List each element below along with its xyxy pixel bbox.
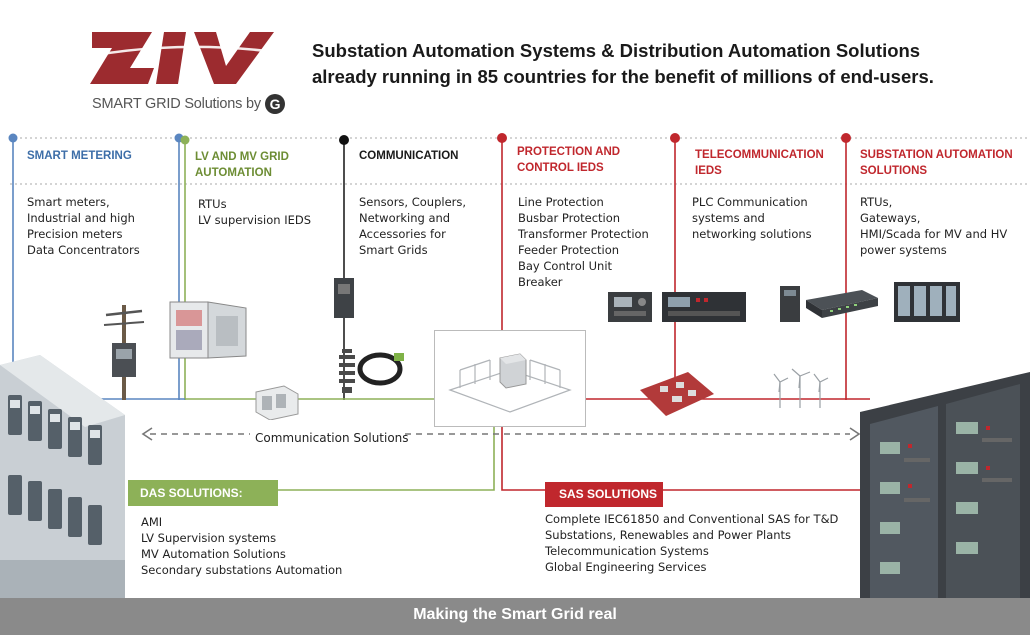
substation-model-icon	[448, 353, 572, 413]
wind-turbines-icon	[773, 368, 829, 408]
list-item: Substations, Renewables and Power Plants	[545, 528, 792, 542]
list-item: AMI	[141, 515, 163, 529]
list-item: RTUs,	[860, 195, 893, 209]
list-item: Secondary substations Automation	[141, 563, 343, 577]
communication-list: Sensors, Couplers, Networking and Access…	[359, 194, 466, 258]
list-item: power systems	[860, 243, 947, 257]
list-item: LV Supervision systems	[141, 531, 277, 545]
rtu-unit-icon	[780, 286, 800, 322]
list-item: Feeder Protection	[518, 243, 620, 257]
sas-solutions-list: Complete IEC61850 and Conventional SAS f…	[545, 511, 838, 575]
list-item: Transformer Protection	[518, 227, 649, 241]
sensor-coupler-icon	[255, 385, 299, 420]
headline-line-2: already running in 85 countries for the …	[312, 66, 934, 87]
protection-rack-icon	[662, 292, 746, 322]
scada-panel-icon	[894, 282, 960, 322]
list-item: PLC Communication	[692, 195, 808, 209]
electric-pole-meter-icon	[103, 305, 145, 400]
list-item: HMI/Scada for MV and HV	[860, 227, 1008, 241]
list-item: Gateways,	[860, 211, 921, 225]
insulator-coil-icon	[339, 349, 404, 393]
communication-solutions-label: Communication Solutions	[255, 431, 409, 445]
list-item: RTUs	[198, 197, 227, 211]
list-item: MV Automation Solutions	[141, 547, 286, 561]
list-item: LV supervision IEDS	[198, 213, 312, 227]
lv-mv-grid-list: RTUs LV supervision IEDS	[198, 196, 311, 228]
list-item: systems and	[692, 211, 765, 225]
list-item: Global Engineering Services	[545, 560, 707, 574]
ziv-logo-icon	[90, 32, 275, 84]
telecommunication-list: PLC Communication systems and networking…	[692, 194, 812, 242]
rtu-rack-icon	[806, 290, 878, 318]
server-rack-icon	[860, 372, 1030, 600]
headline-line-1: Substation Automation Systems & Distribu…	[312, 40, 921, 61]
list-item: Complete IEC61850 and Conventional SAS f…	[545, 512, 839, 526]
communication-device-icon	[334, 278, 354, 318]
communication-title: COMMUNICATION	[359, 150, 459, 162]
das-solutions-list: AMI LV Supervision systems MV Automation…	[141, 514, 342, 578]
bottom-banner: Making the Smart Grid real	[0, 598, 1030, 635]
smart-metering-list: Smart meters, Industrial and high Precis…	[27, 194, 140, 258]
list-item: Breaker	[518, 275, 563, 289]
list-item: Line Protection	[518, 195, 604, 209]
list-item: Smart Grids	[359, 243, 428, 257]
list-item: Bay Control Unit	[518, 259, 613, 273]
control-cabinet-icon	[169, 301, 247, 359]
list-item: Smart meters,	[27, 195, 110, 209]
smart-metering-title: SMART METERING	[27, 150, 132, 162]
protection-control-list: Line Protection Busbar Protection Transf…	[518, 194, 649, 290]
list-item: Accessories for	[359, 227, 446, 241]
substation-automation-list: RTUs, Gateways, HMI/Scada for MV and HV …	[860, 194, 1007, 258]
protection-relay-icon	[608, 292, 652, 322]
list-item: Precision meters	[27, 227, 123, 241]
list-item: networking solutions	[692, 227, 812, 241]
list-item: Data Concentrators	[27, 243, 140, 257]
headline: Substation Automation Systems & Distribu…	[312, 38, 1002, 90]
list-item: Networking and	[359, 211, 451, 225]
meter-rack-icon	[0, 355, 125, 600]
sas-solutions-title: SAS SOLUTIONS	[545, 482, 663, 507]
g-logo-mark-icon: G	[264, 94, 285, 114]
list-item: Sensors, Couplers,	[359, 195, 467, 209]
list-item: Busbar Protection	[518, 211, 621, 225]
pcb-board-icon	[640, 372, 714, 416]
list-item: Telecommunication Systems	[545, 544, 709, 558]
das-solutions-title: DAS SOLUTIONS:	[128, 480, 278, 506]
list-item: Industrial and high	[27, 211, 135, 225]
